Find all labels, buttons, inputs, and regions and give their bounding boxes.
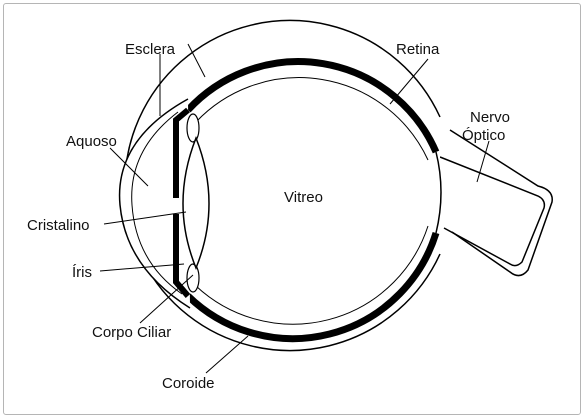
iris-upper [173, 107, 190, 198]
label-corpo-ciliar: Corpo Ciliar [92, 324, 171, 341]
choroid-retina-band [185, 58, 440, 154]
leader-coroide [205, 335, 249, 374]
label-nervo-line2: Óptico [462, 127, 505, 144]
optic-disc [435, 151, 442, 234]
leader-esclera-2 [187, 43, 206, 78]
label-aquoso: Aquoso [66, 133, 117, 150]
label-coroide: Coroide [162, 375, 215, 392]
label-retina: Retina [396, 41, 440, 58]
lens [182, 135, 210, 270]
label-nervo-line1: Nervo [470, 109, 510, 126]
label-cristalino: Cristalino [27, 217, 90, 234]
leader-nervo [476, 140, 490, 183]
label-vitreo: Vitreo [284, 189, 323, 206]
leader-cristalino [103, 211, 187, 225]
leader-retina [389, 58, 429, 105]
zonule-upper [192, 139, 197, 143]
retina-inner-line-lower [195, 225, 429, 325]
ciliary-body-upper [186, 113, 200, 143]
optic-nerve-outer [449, 129, 553, 277]
leader-iris [99, 263, 185, 272]
zonule-lower [192, 263, 197, 267]
iris-lower [173, 214, 191, 298]
cornea-inner [131, 111, 183, 295]
ciliary-body-lower [186, 263, 200, 293]
choroid-retina-band-lower [185, 231, 440, 343]
leader-aquoso [109, 147, 149, 187]
optic-nerve-inner [439, 156, 546, 267]
label-iris: Íris [72, 264, 92, 281]
label-esclera: Esclera [125, 41, 176, 58]
leader-corpo-ciliar [139, 274, 194, 324]
retina-inner-line [195, 77, 429, 161]
cornea [118, 98, 191, 309]
